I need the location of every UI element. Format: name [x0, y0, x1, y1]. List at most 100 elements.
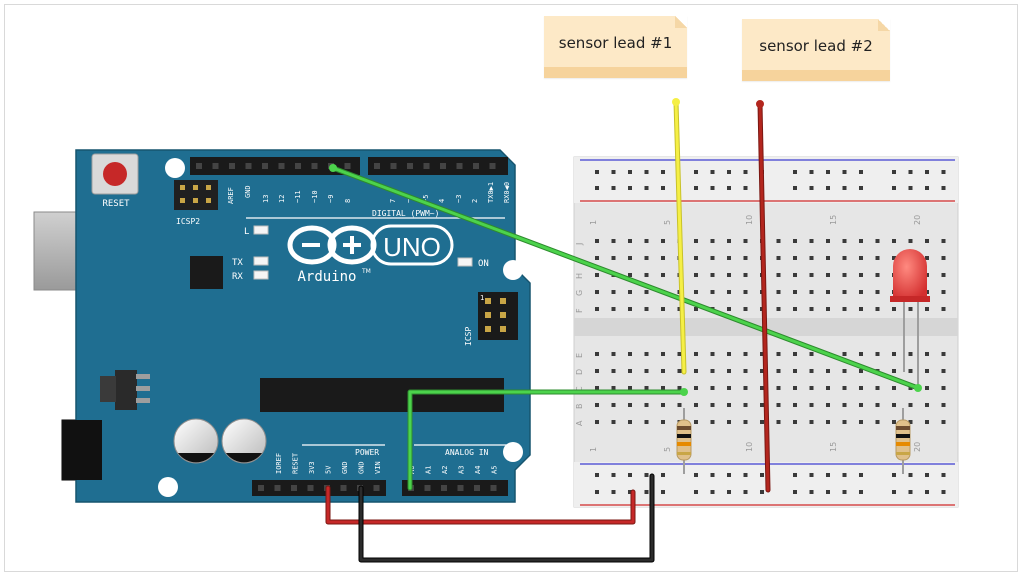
- breadboard-hole: [826, 490, 830, 494]
- row-letter-c: C: [575, 386, 584, 392]
- breadboard-hole: [809, 273, 814, 277]
- breadboard-hole: [644, 369, 649, 373]
- breadboard-hole: [809, 420, 814, 424]
- header-pin: [212, 163, 219, 169]
- breadboard-hole: [694, 403, 698, 407]
- breadboard-hole: [644, 490, 649, 494]
- col-number-15-bottom: 15: [829, 442, 838, 452]
- breadboard-hole: [611, 473, 616, 477]
- breadboard-hole: [809, 256, 814, 260]
- header-pin: [229, 163, 235, 169]
- breadboard-hole: [793, 239, 797, 243]
- breadboard-hole: [743, 403, 748, 407]
- breadboard-hole: [842, 273, 847, 277]
- row-letter-a: A: [575, 420, 584, 426]
- breadboard-hole: [595, 473, 599, 477]
- breadboard-hole: [727, 473, 731, 477]
- analog-header: [402, 480, 508, 496]
- breadboard-hole: [727, 403, 731, 407]
- breadboard-hole: [925, 420, 929, 424]
- breadboard-hole: [694, 307, 698, 311]
- breadboard-hole: [611, 352, 616, 356]
- breadboard-hole: [644, 473, 649, 477]
- icsp2-label: ICSP2: [176, 217, 200, 226]
- sensor-lead-2-text: sensor lead #2: [759, 37, 873, 55]
- breadboard-hole: [727, 256, 731, 260]
- breadboard-hole: [793, 307, 797, 311]
- breadboard-hole: [595, 403, 599, 407]
- breadboard-hole: [694, 239, 698, 243]
- gnd-pin-label: GND: [244, 185, 252, 198]
- breadboard-hole: [842, 290, 847, 294]
- header-pin: [258, 485, 264, 491]
- header-pin: [474, 485, 480, 491]
- breadboard-hole: [925, 369, 929, 373]
- header-pin: [340, 485, 347, 491]
- breadboard-hole: [842, 403, 847, 407]
- breadboard-hole: [925, 256, 929, 260]
- digital-header-left: [190, 157, 360, 175]
- reset-label: RESET: [102, 199, 130, 209]
- breadboard-hole: [809, 239, 814, 243]
- breadboard-hole: [661, 307, 665, 311]
- breadboard-hole: [595, 490, 599, 494]
- breadboard-hole: [661, 403, 665, 407]
- breadboard-hole: [776, 273, 781, 277]
- breadboard-hole: [628, 256, 632, 260]
- breadboard-hole: [925, 403, 929, 407]
- breadboard-hole: [595, 290, 599, 294]
- breadboard-hole: [826, 473, 830, 477]
- breadboard-hole: [595, 420, 599, 424]
- breadboard-hole: [710, 170, 715, 174]
- breadboard-hole: [859, 239, 863, 243]
- icsp-pin1-label: 1: [480, 294, 484, 302]
- breadboard-hole: [842, 386, 847, 390]
- mounting-hole: [503, 260, 523, 280]
- header-pin: [311, 163, 318, 169]
- breadboard-hole: [694, 420, 698, 424]
- breadboard-hole: [595, 307, 599, 311]
- breadboard-hole: [941, 352, 946, 356]
- breadboard-hole: [875, 273, 880, 277]
- breadboard-hole: [842, 186, 847, 190]
- breadboard-hole: [941, 473, 946, 477]
- header-pin: [490, 485, 497, 491]
- breadboard-hole: [859, 420, 863, 424]
- breadboard-hole: [743, 490, 748, 494]
- breadboard-hole: [727, 490, 731, 494]
- breadboard-hole: [809, 290, 814, 294]
- breadboard-hole: [776, 352, 781, 356]
- breadboard-hole: [842, 352, 847, 356]
- digital-pin-label: 13: [262, 195, 270, 203]
- breadboard-hole: [892, 256, 896, 260]
- breadboard-hole: [661, 352, 665, 356]
- breadboard-hole: [859, 352, 863, 356]
- breadboard-hole: [628, 352, 632, 356]
- breadboard-hole: [859, 186, 863, 190]
- col-number-1-bottom: 1: [589, 447, 598, 452]
- power-pin-label: GND: [341, 461, 349, 474]
- breadboard-hole: [628, 290, 632, 294]
- breadboard-hole: [875, 403, 880, 407]
- breadboard-hole: [694, 386, 698, 390]
- breadboard-hole: [776, 307, 781, 311]
- breadboard-hole: [644, 352, 649, 356]
- breadboard-hole: [941, 170, 946, 174]
- breadboard-hole: [644, 420, 649, 424]
- breadboard-hole: [727, 386, 731, 390]
- breadboard-hole: [842, 239, 847, 243]
- sensor-lead-2-note: sensor lead #2: [742, 19, 890, 81]
- breadboard-hole: [611, 490, 616, 494]
- breadboard-hole: [743, 273, 748, 277]
- breadboard-hole: [595, 386, 599, 390]
- breadboard-hole: [776, 386, 781, 390]
- breadboard-hole: [859, 290, 863, 294]
- digital-pin-label: ~5: [422, 195, 430, 203]
- breadboard-hole: [743, 473, 748, 477]
- breadboard-hole: [727, 186, 731, 190]
- digital-pin-label: ~10: [311, 190, 319, 203]
- icsp-header: [478, 292, 518, 340]
- reset-button-cap: [103, 162, 127, 186]
- breadboard-hole: [760, 473, 764, 477]
- row-letter-h: H: [575, 273, 584, 279]
